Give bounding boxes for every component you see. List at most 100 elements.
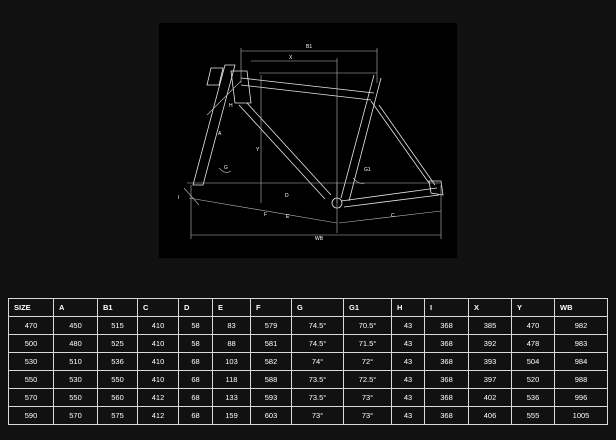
- cell-f: 581: [250, 334, 292, 353]
- cell-d: 58: [178, 334, 213, 353]
- cell-a: 550: [53, 388, 98, 407]
- cell-size: 500: [8, 334, 54, 353]
- cell-d: 68: [178, 406, 213, 425]
- header-h: H: [391, 298, 425, 317]
- cell-x: 392: [468, 334, 512, 353]
- cell-b1: 536: [97, 352, 138, 371]
- rear-dropout: [428, 180, 444, 196]
- cell-g: 74.5°: [291, 334, 344, 353]
- header-b1: B1: [97, 298, 138, 317]
- cell-g1: 72.5°: [343, 370, 392, 389]
- cell-g1: 73°: [343, 388, 392, 407]
- cell-x: 385: [468, 316, 512, 335]
- cell-f: 582: [250, 352, 292, 371]
- cell-f: 579: [250, 316, 292, 335]
- i-dimension-line: [183, 187, 200, 206]
- cell-x: 397: [468, 370, 512, 389]
- cell-i: 368: [424, 352, 469, 371]
- cell-b1: 550: [97, 370, 138, 389]
- seat-tube-edge: [348, 77, 382, 202]
- cell-h: 43: [391, 316, 425, 335]
- cell-a: 510: [53, 352, 98, 371]
- cell-x: 393: [468, 352, 512, 371]
- label-b1: B1: [306, 44, 312, 50]
- g1-angle-arc: [352, 177, 366, 184]
- header-g1: G1: [343, 298, 392, 317]
- down-tube-edge: [238, 104, 326, 200]
- label-g: G: [224, 165, 228, 171]
- cell-wb: 996: [554, 388, 608, 407]
- cell-h: 43: [391, 334, 425, 353]
- header-wb: WB: [554, 298, 608, 317]
- cell-a: 450: [53, 316, 98, 335]
- header-x: X: [468, 298, 512, 317]
- cell-i: 368: [424, 406, 469, 425]
- label-x: X: [289, 55, 293, 61]
- cell-y: 536: [511, 388, 555, 407]
- cell-y: 478: [511, 334, 555, 353]
- cell-f: 588: [250, 370, 292, 389]
- cell-b1: 575: [97, 406, 138, 425]
- label-wb: WB: [315, 236, 324, 242]
- header-a: A: [53, 298, 98, 317]
- cell-g1: 73°: [343, 406, 392, 425]
- label-g1: G1: [364, 167, 371, 173]
- cell-d: 68: [178, 388, 213, 407]
- cell-wb: 983: [554, 334, 608, 353]
- seat-stay-edge: [378, 104, 436, 186]
- label-i: I: [178, 195, 179, 201]
- chain-stay-edge: [343, 194, 440, 208]
- cell-size: 550: [8, 370, 54, 389]
- cell-c: 410: [137, 352, 179, 371]
- label-a: A: [218, 131, 222, 137]
- seat-stay: [370, 100, 430, 184]
- cell-wb: 988: [554, 370, 608, 389]
- cell-y: 470: [511, 316, 555, 335]
- g-angle-arc: [218, 167, 232, 173]
- cell-size: 590: [8, 406, 54, 425]
- cell-e: 133: [212, 388, 251, 407]
- cell-g1: 72°: [343, 352, 392, 371]
- cell-h: 43: [391, 388, 425, 407]
- cell-h: 43: [391, 352, 425, 371]
- cell-y: 504: [511, 352, 555, 371]
- cell-size: 570: [8, 388, 54, 407]
- cell-c: 410: [137, 316, 179, 335]
- cell-size: 470: [8, 316, 54, 335]
- header-f: F: [250, 298, 292, 317]
- cell-y: 520: [511, 370, 555, 389]
- cell-g: 73°: [291, 406, 344, 425]
- cell-b1: 515: [97, 316, 138, 335]
- cell-c: 410: [137, 370, 179, 389]
- cell-wb: 1005: [554, 406, 608, 425]
- cell-i: 368: [424, 388, 469, 407]
- label-h: H: [229, 103, 233, 109]
- cell-d: 58: [178, 316, 213, 335]
- c-dimension-line: [338, 210, 442, 224]
- cell-f: 593: [250, 388, 292, 407]
- cell-b1: 525: [97, 334, 138, 353]
- cell-i: 368: [424, 334, 469, 353]
- a-dimension-line: [206, 80, 242, 116]
- cell-e: 118: [212, 370, 251, 389]
- header-y: Y: [511, 298, 555, 317]
- cell-e: 83: [212, 316, 251, 335]
- label-f: F: [264, 212, 267, 218]
- cell-e: 103: [212, 352, 251, 371]
- cell-c: 410: [137, 334, 179, 353]
- frame-geometry-diagram: B1 X A G1 G H Y D I E F C WB: [159, 23, 457, 258]
- fork: [192, 64, 236, 186]
- cell-d: 68: [178, 370, 213, 389]
- table-header-row: SIZE A B1 C D E F G G1 H I X Y WB: [8, 298, 608, 317]
- cell-d: 68: [178, 352, 213, 371]
- cell-a: 480: [53, 334, 98, 353]
- cell-g1: 70.5°: [343, 316, 392, 335]
- cell-wb: 984: [554, 352, 608, 371]
